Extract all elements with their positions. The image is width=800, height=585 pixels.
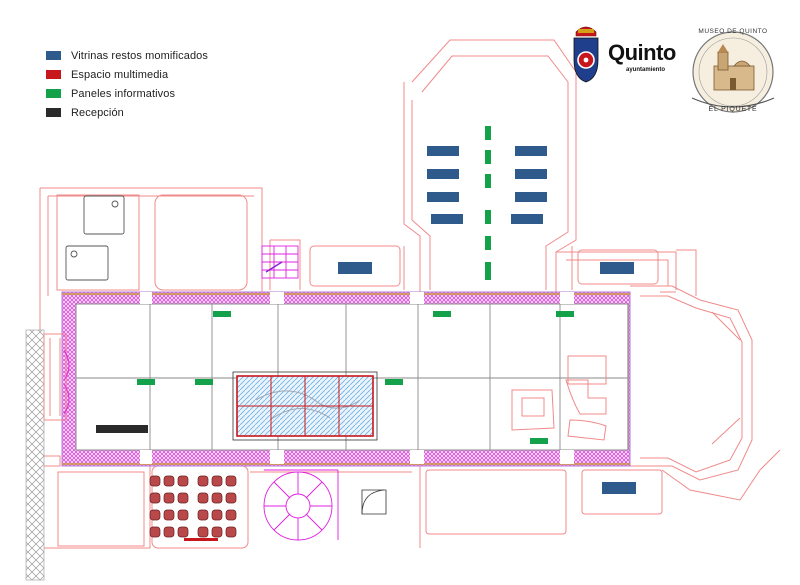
projection-screen [184, 538, 218, 541]
legend-label: Paneles informativos [71, 87, 176, 100]
legend-item-display-cases: Vitrinas restos momificados [46, 46, 208, 65]
side-door [361, 489, 387, 515]
upper-stair [261, 245, 299, 279]
legend-item-info-panels: Paneles informativos [46, 84, 208, 103]
quinto-logo-sub: ayuntamiento [626, 67, 666, 73]
legend-label: Espacio multimedia [71, 68, 169, 81]
display-cases [338, 146, 636, 494]
main-entrance [43, 333, 70, 421]
seal-top-text: MUSEO DE QUINTO [698, 28, 768, 35]
info-panels [137, 126, 574, 444]
legend-swatch [46, 89, 61, 98]
legend-item-multimedia: Espacio multimedia [46, 65, 208, 84]
museum-seal: MUSEO DE QUINTO EL PIQUETE [678, 24, 788, 124]
seal-emblem-icon [691, 31, 775, 113]
legend-swatch [46, 108, 61, 117]
legend-swatch [46, 51, 61, 60]
reception-desk [96, 425, 148, 433]
multimedia-space [232, 371, 378, 441]
legend-label: Vitrinas restos momificados [71, 49, 208, 62]
quinto-logo-name: Quinto [608, 40, 676, 65]
nave-artifacts [511, 355, 607, 441]
quinto-coat-of-arms [573, 26, 599, 83]
legend-swatch [46, 70, 61, 79]
spiral-staircase [263, 469, 339, 541]
legend-label: Recepción [71, 106, 124, 119]
legend: Vitrinas restos momificados Espacio mult… [46, 46, 208, 122]
exterior-paving [25, 329, 45, 581]
seal-bottom-text: EL PIQUETE [708, 106, 758, 113]
auditorium-seating [149, 475, 237, 538]
quinto-logo: Quinto ayuntamiento [568, 28, 678, 84]
legend-item-reception: Recepción [46, 103, 208, 122]
restroom-fixtures [65, 195, 125, 281]
